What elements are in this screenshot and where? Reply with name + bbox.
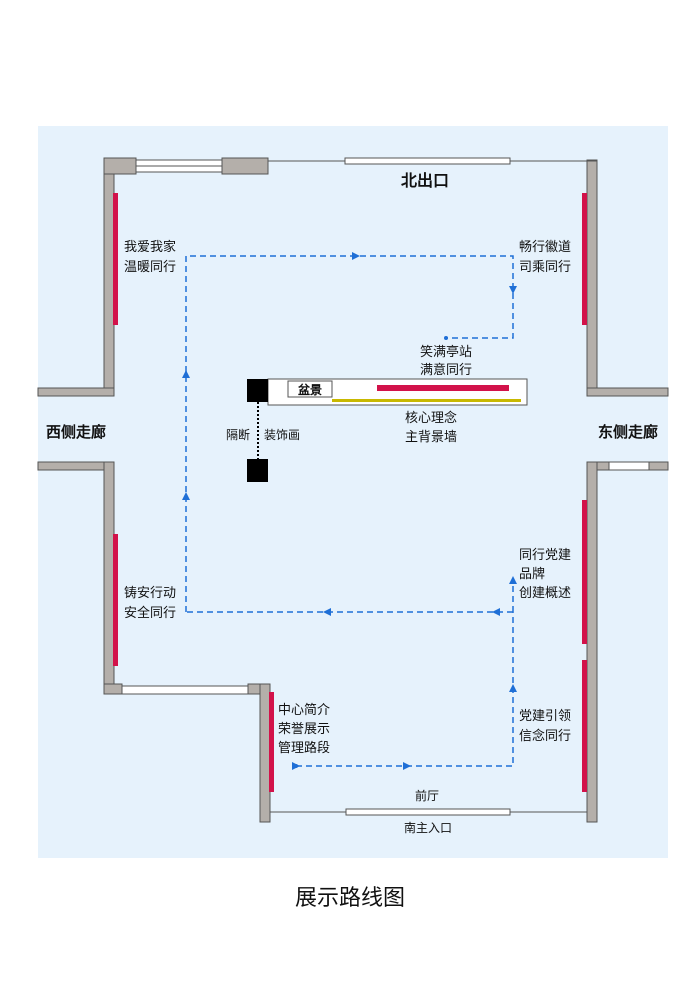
bonsai-box [287,380,333,398]
core-label-line2: 主背景墙 [405,430,457,445]
safety-label-line2: 安全同行 [124,605,176,621]
changxing-label-line1: 畅行徽道 [519,240,571,255]
panel-guide [582,660,587,792]
guide-label-line1: 党建引领 [519,709,571,724]
window-west-lower [121,685,249,695]
window-south [345,808,511,816]
wall-sw-vertical [259,683,271,823]
partition-block-bottom [247,459,268,482]
north-exit-label: 北出口 [401,171,449,190]
east-corridor-label: 东侧走廊 [598,423,658,441]
panel-brand [582,500,587,644]
core-wall: 盆景 [267,378,528,406]
display-panels [113,193,587,792]
labels: 北出口 西侧走廊 东侧走廊 前厅 南主入口 隔断 装饰画 核心理念 主背景墙 笑… [46,171,658,835]
wall-west-corridor-bottom [37,461,115,471]
route-south-start [296,612,514,767]
thin-walls [268,160,597,813]
wall-east-corridor-top [586,387,669,397]
wall-east-door-left [596,461,610,471]
safety-label-line1: 铸安行动 [124,585,176,601]
wall-east-lower [586,461,598,823]
partition-label: 隔断 [226,427,250,442]
route-arrow [182,492,190,500]
panel-love [113,193,118,325]
south-entrance-label: 南主入口 [404,820,452,835]
plan-background [38,126,668,858]
partition [247,379,268,482]
wall-north-left [103,157,137,175]
love-label-line2: 温暖同行 [124,260,176,275]
panel-center [269,692,274,792]
center-label-line2: 荣誉展示 [278,722,330,737]
wall-east-upper [586,159,598,397]
route-arrow [403,762,411,770]
wall-north-right [221,157,269,175]
route-arrow [509,286,517,294]
core-label-line1: 核心理念 [405,410,457,426]
route-arrow [509,576,517,584]
guide-label-line2: 信念同行 [519,728,571,744]
wall-west-corridor-top [37,387,115,397]
window-north-right [344,157,511,165]
window-east-door [608,461,650,471]
center-label-line1: 中心简介 [278,702,330,718]
brand-label-line3: 创建概述 [519,586,571,601]
love-label-line1: 我爱我家 [124,239,176,255]
windows [121,157,650,816]
route-arrow [509,684,517,692]
route-arrow [492,608,500,616]
bonsai-label: 盆景 [297,382,322,397]
changxing-label-line2: 司乘同行 [519,260,571,275]
wall-west-lower [103,461,115,693]
route-dot [294,764,298,768]
route-dot [444,336,448,340]
center-label-line3: 管理路段 [278,740,330,756]
xiaoman-label-line1: 笑满亭站 [420,344,472,360]
wall-west-upper [103,159,115,397]
core-wall-bar [332,399,521,402]
front-hall-label: 前厅 [415,788,439,803]
xiaoman-label-line2: 满意同行 [420,362,472,378]
walls [37,157,669,823]
brand-label-line1: 同行党建 [519,548,571,563]
panel-safety [113,534,118,666]
route [185,255,514,767]
route-arrow [323,608,331,616]
route-arrow [352,252,360,260]
wall-sw-bottom [103,683,123,695]
panel-changxing [582,193,587,325]
page-title: 展示路线图 [294,886,405,911]
brand-label-line2: 品牌 [519,566,545,582]
decor-label: 装饰画 [264,428,300,442]
partition-block-top [247,379,268,402]
west-corridor-label: 西侧走廊 [46,423,106,441]
route-arrows [182,252,517,770]
route-arrow [182,370,190,378]
core-wall-panel [377,385,509,391]
route-west-up [185,255,514,612]
